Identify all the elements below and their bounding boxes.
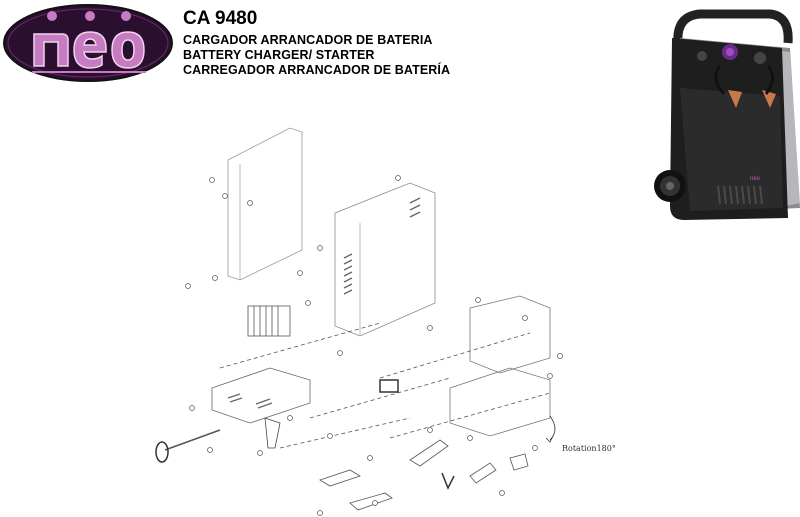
title-portuguese: CARREGADOR ARRANCADOR DE BATERÍA bbox=[183, 63, 451, 77]
title-english: BATTERY CHARGER/ STARTER bbox=[183, 48, 375, 62]
title-block: CA 9480 CARGADOR ARRANCADOR DE BATERIA B… bbox=[183, 8, 450, 78]
model-number: CA 9480 bbox=[183, 8, 258, 29]
title-spanish: CARGADOR ARRANCADOR DE BATERIA bbox=[183, 33, 433, 47]
neo-logo bbox=[3, 4, 173, 82]
product-photo: néo bbox=[654, 9, 800, 220]
exploded-parts-diagram bbox=[155, 127, 563, 516]
rotation-label: Rotation180° bbox=[562, 444, 616, 453]
product-badge: néo bbox=[750, 176, 761, 182]
